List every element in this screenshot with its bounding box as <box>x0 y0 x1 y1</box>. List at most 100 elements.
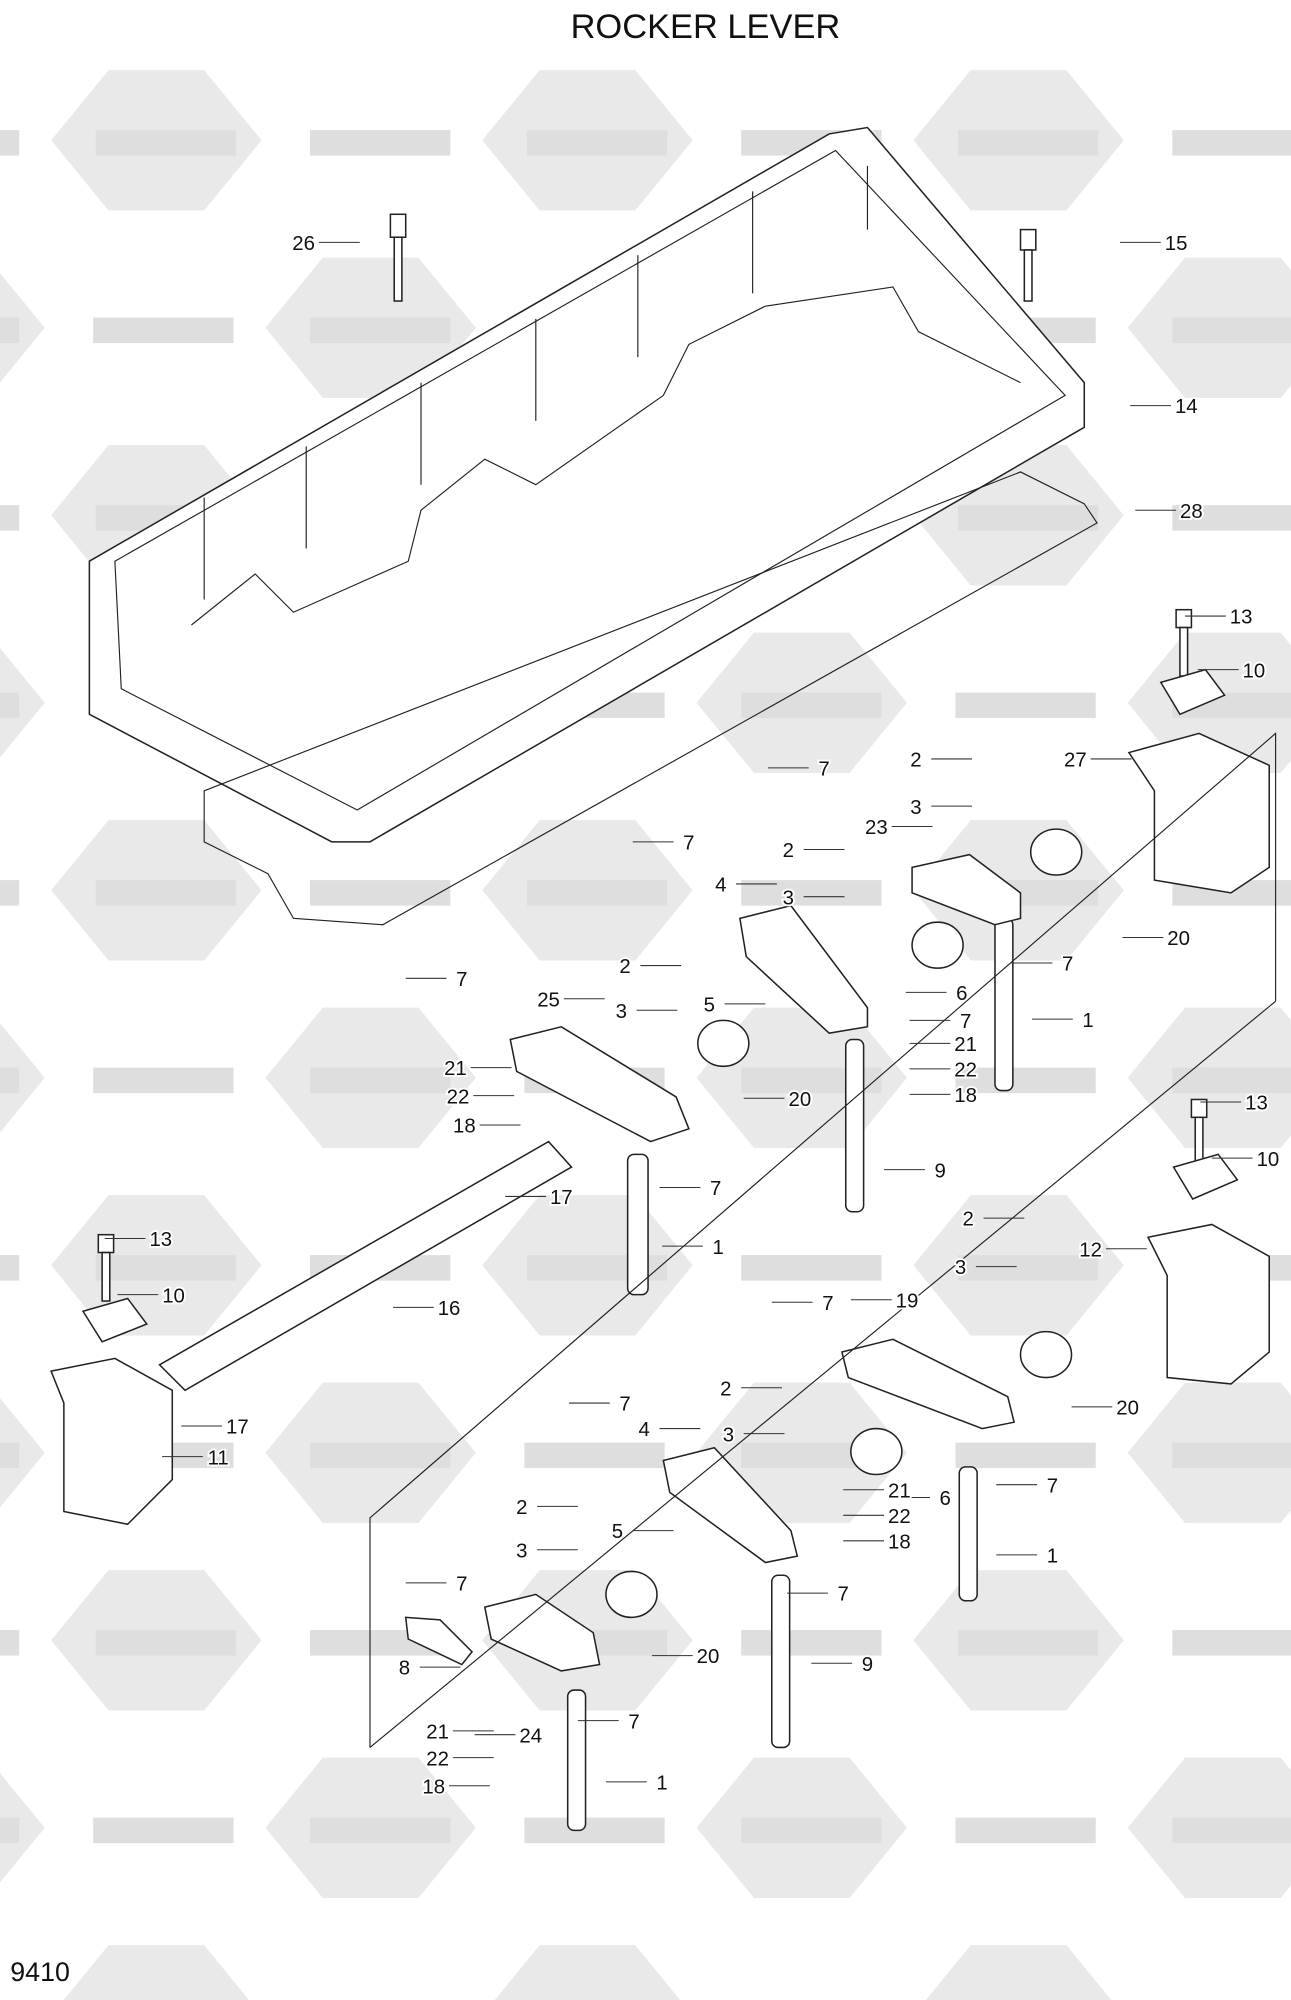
callout-7: 7 <box>818 759 829 781</box>
callout-27: 27 <box>1064 750 1087 772</box>
watermark-wordmark <box>310 317 451 344</box>
callout-3: 3 <box>723 1424 734 1446</box>
watermark-wordmark <box>526 880 668 906</box>
callout-21: 21 <box>444 1058 467 1080</box>
callout-3: 3 <box>783 887 794 909</box>
callout-10: 10 <box>1257 1149 1280 1171</box>
callout-28: 28 <box>1180 501 1203 523</box>
callout-4: 4 <box>715 875 726 897</box>
watermark-logo <box>494 1945 681 2000</box>
watermark-wordmark <box>958 1630 1099 1656</box>
watermark-wordmark <box>1172 130 1291 156</box>
watermark-wordmark <box>95 880 237 906</box>
callout-22: 22 <box>447 1086 470 1108</box>
callout-22: 22 <box>954 1060 977 1082</box>
callout-19: 19 <box>896 1290 919 1312</box>
callout-3: 3 <box>516 1540 527 1562</box>
watermark-wordmark <box>524 1817 665 1844</box>
watermark-wordmark <box>0 1255 20 1281</box>
cover-gasket <box>203 471 1098 926</box>
callout-10: 10 <box>162 1285 185 1307</box>
watermark-wordmark <box>310 880 451 906</box>
watermark-wordmark <box>526 130 668 156</box>
callout-2: 2 <box>619 956 630 978</box>
watermark-wordmark <box>0 1630 20 1656</box>
callout-1: 1 <box>656 1773 667 1795</box>
callout-7: 7 <box>456 1574 467 1596</box>
callout-9: 9 <box>862 1654 873 1676</box>
watermark-logo <box>0 1773 45 1883</box>
callout-4: 4 <box>639 1419 650 1441</box>
callout-9: 9 <box>934 1160 945 1182</box>
assembly-frames <box>369 732 1277 1748</box>
callout-7: 7 <box>822 1293 833 1315</box>
watermark-wordmark <box>310 130 451 156</box>
callout-5: 5 <box>704 994 715 1016</box>
callout-22: 22 <box>888 1506 911 1528</box>
watermark-logo <box>63 1945 250 2000</box>
watermark-wordmark <box>1172 505 1291 531</box>
callout-3: 3 <box>955 1257 966 1279</box>
watermark-wordmark <box>93 1067 234 1094</box>
watermark-wordmark <box>1172 1442 1291 1469</box>
callout-24: 24 <box>519 1725 542 1747</box>
callout-7: 7 <box>683 832 694 854</box>
callout-1: 1 <box>1047 1546 1058 1568</box>
diagram-title: ROCKER LEVER <box>571 8 841 46</box>
callout-21: 21 <box>426 1722 449 1744</box>
callout-21: 21 <box>954 1034 977 1056</box>
watermark-wordmark <box>958 505 1099 531</box>
watermark-wordmark <box>958 130 1099 156</box>
watermark-wordmark <box>955 692 1096 719</box>
callout-14: 14 <box>1175 396 1198 418</box>
watermark-wordmark <box>1172 317 1291 344</box>
callout-7: 7 <box>456 969 467 991</box>
callout-7: 7 <box>838 1584 849 1606</box>
watermark-wordmark <box>95 1630 237 1656</box>
watermark-wordmark <box>1172 1817 1291 1844</box>
watermark-logo <box>0 1398 45 1508</box>
bushings <box>605 828 1083 1619</box>
callout-18: 18 <box>422 1776 445 1798</box>
watermark-wordmark <box>955 1067 1096 1094</box>
watermark-wordmark <box>741 1255 882 1281</box>
callout-25: 25 <box>537 989 560 1011</box>
callout-12: 12 <box>1079 1239 1102 1261</box>
watermark-logo <box>0 1023 45 1133</box>
callout-13: 13 <box>1245 1093 1268 1115</box>
leader-layer <box>104 241 1253 1787</box>
callout-7: 7 <box>628 1711 639 1733</box>
watermark-wordmark <box>524 1442 665 1469</box>
watermark-wordmark <box>0 880 20 906</box>
watermark-wordmark <box>0 1442 20 1469</box>
callout-6: 6 <box>940 1488 951 1510</box>
callout-7: 7 <box>710 1178 721 1200</box>
watermark-logo <box>0 648 45 758</box>
callout-13: 13 <box>1230 607 1253 629</box>
watermark-wordmark <box>310 1442 451 1469</box>
callout-10: 10 <box>1243 660 1266 682</box>
callout-20: 20 <box>788 1089 811 1111</box>
callout-2: 2 <box>783 840 794 862</box>
callout-3: 3 <box>616 1001 627 1023</box>
watermark-wordmark <box>741 692 882 719</box>
watermark-wordmark <box>1172 1630 1291 1656</box>
callout-7: 7 <box>960 1011 971 1033</box>
callout-23: 23 <box>865 817 888 839</box>
callout-8: 8 <box>399 1658 410 1680</box>
watermark-wordmark <box>741 1630 882 1656</box>
watermark-wordmark <box>955 1817 1096 1844</box>
callout-1: 1 <box>1082 1010 1093 1032</box>
callout-26: 26 <box>292 233 315 255</box>
watermark-wordmark <box>0 1817 20 1844</box>
watermark-wordmark <box>310 1817 451 1844</box>
callout-13: 13 <box>149 1229 172 1251</box>
watermark-wordmark <box>0 317 20 344</box>
brackets <box>50 668 1270 1526</box>
watermark-wordmark <box>93 317 234 344</box>
watermark-wordmark <box>0 1067 20 1094</box>
watermark-wordmark <box>0 130 20 156</box>
callout-6: 6 <box>956 983 967 1005</box>
